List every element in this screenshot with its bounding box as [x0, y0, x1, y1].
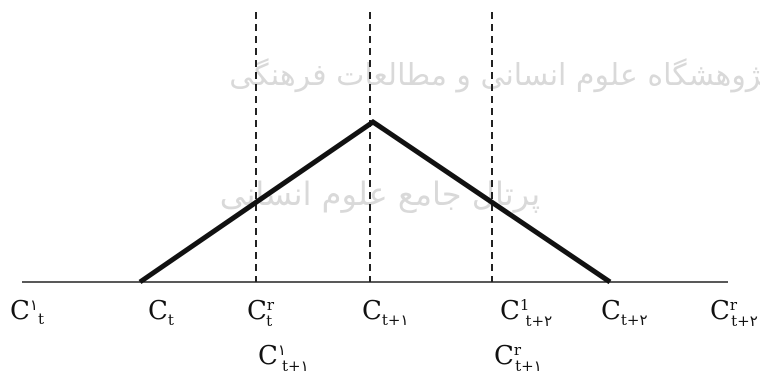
svg-text:C١t+١: C١t+١: [258, 341, 309, 375]
watermark-line-1: پژوهشگاه علوم انسانی و مطالعات فرهنگی: [229, 58, 760, 93]
label-ct1: Ct+١: [362, 296, 409, 329]
label-ct2: Ct+٢: [601, 296, 648, 329]
svg-text:C1t+٢: C1t+٢: [500, 296, 552, 330]
svg-text:C١t: C١t: [10, 296, 44, 328]
svg-text:Ct+١: Ct+١: [362, 296, 409, 329]
svg-text:Crt+١: Crt+١: [494, 341, 542, 375]
svg-text:Crt+٢: Crt+٢: [710, 296, 758, 330]
watermark-line-2: پرتال جامع علوم انسانی: [220, 175, 540, 213]
triangular-function: [138, 118, 612, 285]
svg-text:Ct+٢: Ct+٢: [601, 296, 648, 329]
label-c1t: C١t: [10, 296, 44, 328]
svg-text:Crt: Crt: [247, 296, 275, 330]
label-ct: Ct: [148, 296, 174, 329]
svg-text:Ct: Ct: [148, 296, 174, 329]
